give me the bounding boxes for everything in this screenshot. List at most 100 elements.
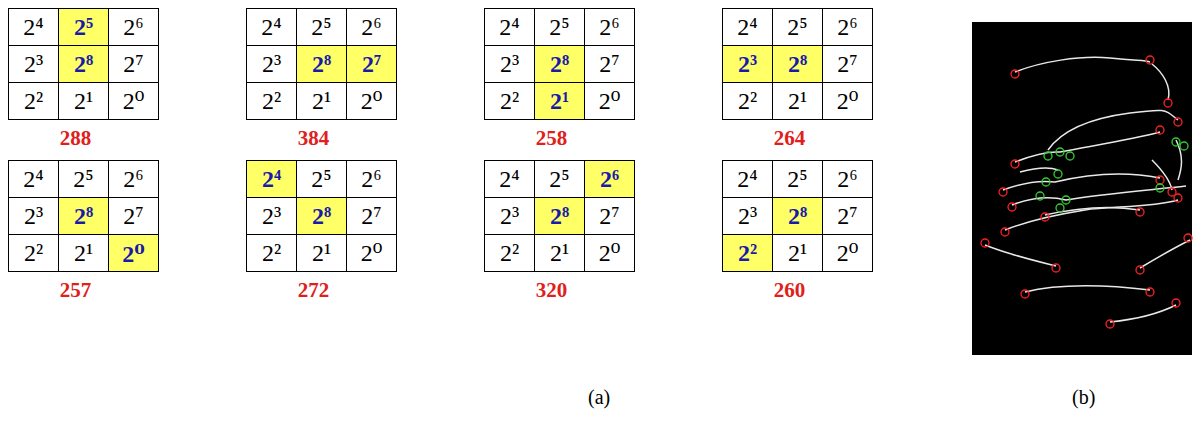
power-of-two: 2⁵ xyxy=(787,166,807,193)
weight-cell: 2⁰ xyxy=(822,234,873,272)
weight-cell: 2⁴ xyxy=(246,8,297,46)
bit-grid: 2582⁴2⁵2⁶2³2⁸2⁷2²2¹2⁰ xyxy=(484,8,635,120)
power-of-two: 2⁴ xyxy=(499,166,519,193)
power-of-two: 2⁴ xyxy=(737,14,757,41)
panel-label: (a) xyxy=(588,386,610,409)
bit-grid: 3842⁴2⁵2⁶2³2⁸2⁷2²2¹2⁰ xyxy=(246,8,397,120)
power-of-two: 2⁵ xyxy=(787,14,807,41)
weight-cell: 2⁵ xyxy=(58,8,109,46)
weight-cell: 2³ xyxy=(722,45,773,83)
power-of-two: 2² xyxy=(24,88,43,115)
power-of-two: 2³ xyxy=(262,203,281,230)
power-of-two: 2¹ xyxy=(550,88,569,115)
power-of-two: 2⁴ xyxy=(23,14,43,41)
power-of-two: 2⁰ xyxy=(361,87,383,115)
power-of-two: 2⁷ xyxy=(599,51,619,78)
power-of-two: 2² xyxy=(24,240,43,267)
weight-cell: 2⁸ xyxy=(534,197,585,235)
power-of-two: 2⁷ xyxy=(361,203,381,230)
power-of-two: 2² xyxy=(262,240,281,267)
weight-cell: 2⁷ xyxy=(584,197,635,235)
weight-cell: 2⁷ xyxy=(346,197,397,235)
power-of-two: 2⁰ xyxy=(122,239,145,268)
code-value: 260 xyxy=(774,278,806,303)
power-of-two: 2⁰ xyxy=(837,87,859,115)
weight-cell: 2¹ xyxy=(534,234,585,272)
weight-cell: 2⁶ xyxy=(346,160,397,198)
power-of-two: 2⁸ xyxy=(788,51,807,78)
weight-cell: 2³ xyxy=(8,197,59,235)
weight-cell: 2⁵ xyxy=(772,8,823,46)
power-of-two: 2⁰ xyxy=(599,87,621,115)
weight-cell: 2⁸ xyxy=(534,45,585,83)
power-of-two: 2⁴ xyxy=(737,166,757,193)
weight-cell: 2⁴ xyxy=(484,8,535,46)
power-of-two: 2⁶ xyxy=(123,166,143,193)
power-of-two: 2³ xyxy=(262,51,281,78)
power-of-two: 2¹ xyxy=(74,240,93,267)
power-of-two: 2² xyxy=(738,88,757,115)
weight-cell: 2⁰ xyxy=(822,82,873,120)
power-of-two: 2⁷ xyxy=(123,203,143,230)
bit-grid: 2602⁴2⁵2⁶2³2⁸2⁷2²2¹2⁰ xyxy=(722,160,873,272)
weight-cell: 2⁵ xyxy=(58,160,109,198)
weight-cell: 2² xyxy=(246,234,297,272)
power-of-two: 2⁵ xyxy=(549,14,569,41)
weight-cell: 2⁵ xyxy=(296,8,347,46)
code-value: 264 xyxy=(774,126,806,151)
power-of-two: 2² xyxy=(500,240,519,267)
power-of-two: 2⁸ xyxy=(550,51,569,78)
weight-cell: 2⁰ xyxy=(346,234,397,272)
weight-cell: 2⁷ xyxy=(108,197,159,235)
code-value: 288 xyxy=(60,126,92,151)
power-of-two: 2⁶ xyxy=(837,14,857,41)
weight-cell: 2⁴ xyxy=(722,8,773,46)
weight-cell: 2³ xyxy=(8,45,59,83)
power-of-two: 2⁶ xyxy=(123,14,143,41)
power-of-two: 2⁵ xyxy=(549,166,569,193)
bit-grid: 3202⁴2⁵2⁶2³2⁸2⁷2²2¹2⁰ xyxy=(484,160,635,272)
weight-cell: 2¹ xyxy=(772,82,823,120)
weight-cell: 2⁰ xyxy=(584,82,635,120)
weight-cell: 2² xyxy=(8,234,59,272)
weight-cell: 2⁴ xyxy=(484,160,535,198)
power-of-two: 2⁴ xyxy=(262,166,281,193)
power-of-two: 2³ xyxy=(24,203,43,230)
weight-cell: 2⁵ xyxy=(534,8,585,46)
weight-cell: 2³ xyxy=(484,197,535,235)
code-value: 272 xyxy=(298,278,330,303)
bit-grid: 2572⁴2⁵2⁶2³2⁸2⁷2²2¹2⁰ xyxy=(8,160,159,272)
power-of-two: 2⁸ xyxy=(788,203,807,230)
power-of-two: 2⁰ xyxy=(123,87,145,115)
weight-cell: 2³ xyxy=(246,197,297,235)
weight-cell: 2⁸ xyxy=(772,197,823,235)
weight-cell: 2² xyxy=(8,82,59,120)
code-value: 320 xyxy=(536,278,568,303)
power-of-two: 2⁷ xyxy=(362,51,381,78)
power-of-two: 2³ xyxy=(24,51,43,78)
weight-cell: 2² xyxy=(484,234,535,272)
weight-cell: 2⁴ xyxy=(8,160,59,198)
weight-cell: 2⁷ xyxy=(822,197,873,235)
power-of-two: 2³ xyxy=(738,203,757,230)
power-of-two: 2⁴ xyxy=(23,166,43,193)
weight-cell: 2² xyxy=(722,82,773,120)
weight-cell: 2⁸ xyxy=(296,45,347,83)
weight-cell: 2¹ xyxy=(534,82,585,120)
weight-cell: 2⁰ xyxy=(108,82,159,120)
code-value: 384 xyxy=(298,126,330,151)
power-of-two: 2² xyxy=(262,88,281,115)
weight-cell: 2⁶ xyxy=(822,8,873,46)
power-of-two: 2⁵ xyxy=(311,166,331,193)
weight-cell: 2² xyxy=(246,82,297,120)
power-of-two: 2⁵ xyxy=(311,14,331,41)
weight-cell: 2⁸ xyxy=(296,197,347,235)
ridge-lines xyxy=(985,57,1190,322)
weight-cell: 2⁸ xyxy=(772,45,823,83)
weight-cell: 2⁷ xyxy=(346,45,397,83)
power-of-two: 2⁶ xyxy=(361,14,381,41)
power-of-two: 2⁶ xyxy=(361,166,381,193)
power-of-two: 2⁴ xyxy=(261,14,281,41)
power-of-two: 2⁸ xyxy=(74,51,93,78)
power-of-two: 2⁸ xyxy=(550,203,569,230)
